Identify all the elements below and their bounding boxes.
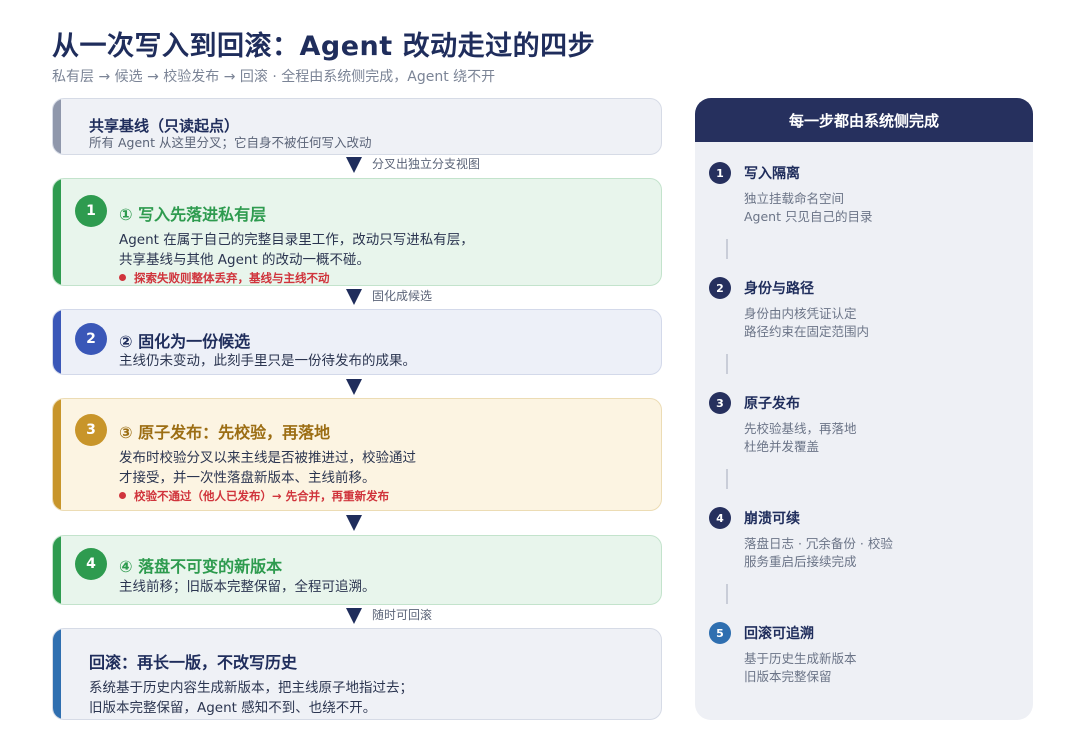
step-1-line-1: Agent 在属于自己的完整目录里工作，改动只写进私有层，: [119, 232, 474, 248]
connector-solidify: 固化成候选: [346, 286, 646, 308]
step-4-title: ④ 落盘不可变的新版本: [119, 557, 283, 576]
step-3-note-text: 校验不通过（他人已发布）→ 先合并，再重新发布: [134, 489, 390, 503]
panel-separator: [726, 584, 728, 604]
panel-item-number: 4: [709, 507, 731, 529]
panel-item-line: 落盘日志 · 冗余备份 · 校验: [744, 536, 893, 551]
panel-item-line: 身份由内核凭证认定: [744, 306, 857, 321]
connector-rollback: 随时可回滚: [346, 605, 646, 627]
panel-item-number: 2: [709, 277, 731, 299]
step-4-accent-bar: [53, 536, 61, 604]
step-1-title: ① 写入先落进私有层: [119, 205, 267, 224]
rollback-line-2: 旧版本完整保留，Agent 感知不到、也绕不开。: [89, 700, 377, 716]
panel-item-line: 路径约束在固定范围内: [744, 324, 870, 339]
panel-item-title: 回滚可追溯: [744, 626, 814, 642]
panel-item-title: 原子发布: [744, 396, 800, 412]
alert-dot-icon: [119, 274, 126, 281]
alert-dot-icon: [119, 492, 126, 499]
panel-item-line: 基于历史生成新版本: [744, 651, 857, 666]
panel-item-title: 写入隔离: [744, 166, 800, 182]
panel-item-line: Agent 只见自己的目录: [744, 209, 873, 224]
panel-item-number: 5: [709, 622, 731, 644]
step-4-card: 4 ④ 落盘不可变的新版本 主线前移；旧版本完整保留，全程可追溯。: [52, 535, 662, 605]
step-1-accent-bar: [53, 179, 61, 285]
connector-label: 分叉出独立分支视图: [372, 157, 481, 171]
panel-separator: [726, 239, 728, 259]
panel-item-line: 旧版本完整保留: [744, 669, 832, 684]
down-arrow-icon: [346, 515, 362, 531]
connector-fork: 分叉出独立分支视图: [346, 154, 646, 176]
step-2-card: 2 ② 固化为一份候选 主线仍未变动，此刻手里只是一份待发布的成果。: [52, 309, 662, 375]
panel-item-number: 1: [709, 162, 731, 184]
rollback-accent-bar: [53, 629, 61, 719]
step-1-failure-note: 探索失败则整体丢弃，基线与主线不动: [119, 270, 330, 285]
panel-item-title: 崩溃可续: [744, 511, 800, 527]
rollback-card: 回滚：再长一版，不改写历史 系统基于历史内容生成新版本，把主线原子地指过去； 旧…: [52, 628, 662, 720]
baseline-accent-bar: [53, 99, 61, 154]
step-2-line-1: 主线仍未变动，此刻手里只是一份待发布的成果。: [119, 353, 416, 369]
page-title: 从一次写入到回滚：Agent 改动走过的四步: [52, 31, 596, 62]
down-arrow-icon: [346, 289, 362, 305]
system-side-panel: 每一步都由系统侧完成 1 写入隔离 独立挂载命名空间 Agent 只见自己的目录…: [695, 98, 1033, 720]
step-3-card: 3 ③ 原子发布：先校验，再落地 发布时校验分叉以来主线是否被推进过，校验通过 …: [52, 398, 662, 511]
panel-item-line: 先校验基线，再落地: [744, 421, 857, 436]
step-3-title: ③ 原子发布：先校验，再落地: [119, 423, 331, 442]
step-4-number-badge: 4: [75, 548, 107, 580]
panel-item-line: 杜绝并发覆盖: [744, 439, 820, 454]
step-3-conflict-note: 校验不通过（他人已发布）→ 先合并，再重新发布: [119, 488, 389, 504]
step-3-line-1: 发布时校验分叉以来主线是否被推进过，校验通过: [119, 450, 416, 466]
step-2-number-badge: 2: [75, 323, 107, 355]
connector-to-step-4: [346, 512, 646, 534]
step-3-line-2: 才接受，并一次性落盘新版本、主线前移。: [119, 470, 376, 486]
step-2-title: ② 固化为一份候选: [119, 332, 251, 351]
step-1-note-text: 探索失败则整体丢弃，基线与主线不动: [134, 271, 330, 285]
step-3-number-badge: 3: [75, 414, 107, 446]
step-2-accent-bar: [53, 310, 61, 374]
connector-to-step-3: [346, 376, 646, 398]
down-arrow-icon: [346, 379, 362, 395]
panel-item-number: 3: [709, 392, 731, 414]
step-1-number-badge: 1: [75, 195, 107, 227]
rollback-line-1: 系统基于历史内容生成新版本，把主线原子地指过去；: [89, 680, 413, 696]
rollback-title: 回滚：再长一版，不改写历史: [89, 653, 298, 672]
step-3-accent-bar: [53, 399, 61, 510]
connector-label: 固化成候选: [372, 289, 433, 303]
baseline-desc: 所有 Agent 从这里分叉；它自身不被任何写入改动: [89, 135, 372, 150]
baseline-title: 共享基线（只读起点）: [89, 117, 240, 135]
step-1-line-2: 共享基线与其他 Agent 的改动一概不碰。: [119, 252, 371, 268]
step-1-card: 1 ① 写入先落进私有层 Agent 在属于自己的完整目录里工作，改动只写进私有…: [52, 178, 662, 286]
panel-header: 每一步都由系统侧完成: [695, 98, 1033, 142]
panel-item-title: 身份与路径: [744, 281, 814, 297]
panel-separator: [726, 469, 728, 489]
step-4-line-1: 主线前移；旧版本完整保留，全程可追溯。: [119, 579, 376, 595]
page-subtitle: 私有层 → 候选 → 校验发布 → 回滚 · 全程由系统侧完成，Agent 绕不…: [52, 69, 496, 85]
baseline-card: 共享基线（只读起点） 所有 Agent 从这里分叉；它自身不被任何写入改动: [52, 98, 662, 155]
panel-separator: [726, 354, 728, 374]
down-arrow-icon: [346, 157, 362, 173]
panel-item-line: 独立挂载命名空间: [744, 191, 845, 206]
down-arrow-icon: [346, 608, 362, 624]
connector-label: 随时可回滚: [372, 608, 433, 622]
panel-item-line: 服务重启后接续完成: [744, 554, 857, 569]
